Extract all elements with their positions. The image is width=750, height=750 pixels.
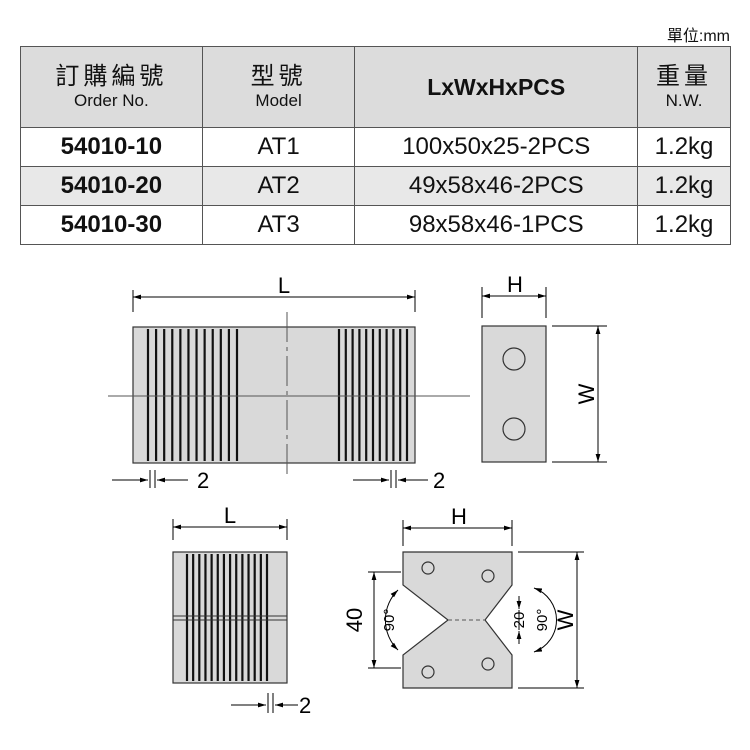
hole-icon bbox=[481, 657, 495, 671]
table-row: 54010-10 AT1 100x50x25-2PCS 1.2kg bbox=[20, 127, 731, 167]
angle-arc-left bbox=[384, 589, 399, 651]
dim-groove-label: 2 bbox=[433, 468, 445, 493]
header-dims-label: LxWxHxPCS bbox=[427, 73, 566, 100]
top-side-block bbox=[481, 325, 547, 463]
dim-groove-label: 2 bbox=[197, 468, 209, 493]
cell-model: AT3 bbox=[201, 205, 356, 245]
bottom-front-grooves bbox=[185, 554, 269, 681]
angle-right-label: 90° bbox=[534, 609, 551, 632]
cell-dims: 98x58x46-1PCS bbox=[354, 205, 639, 245]
top-front-grooves-left bbox=[146, 329, 239, 461]
angle-left-label: 90° bbox=[381, 609, 398, 632]
dim-20-label: 20 bbox=[511, 612, 528, 629]
cell-order: 54010-30 bbox=[20, 205, 203, 245]
header-weight-zh: 重量 bbox=[656, 63, 713, 90]
hole-icon bbox=[502, 417, 526, 441]
hole-icon bbox=[421, 665, 435, 679]
table-row: 54010-20 AT2 49x58x46-2PCS 1.2kg bbox=[20, 166, 731, 206]
cell-weight: 1.2kg bbox=[637, 127, 731, 167]
unit-label: 單位:mm bbox=[666, 28, 730, 45]
hole-icon bbox=[481, 569, 495, 583]
dim-L-label: L bbox=[224, 503, 236, 528]
bottom-front-view: L 2 bbox=[172, 503, 311, 718]
header-order: 訂購編號 Order No. bbox=[20, 46, 203, 128]
header-order-en: Order No. bbox=[74, 91, 149, 110]
cell-order: 54010-10 bbox=[20, 127, 203, 167]
angle-arc-right bbox=[533, 587, 558, 653]
top-front-grooves-right bbox=[337, 329, 409, 461]
bottom-side-view: H W 40 90° 20 90° bbox=[342, 504, 584, 689]
dim-H-label: H bbox=[451, 504, 467, 529]
dim-W-label: W bbox=[553, 609, 578, 630]
header-dims: LxWxHxPCS bbox=[354, 46, 639, 128]
header-weight: 重量 N.W. bbox=[637, 46, 731, 128]
dim-groove-label: 2 bbox=[299, 693, 311, 718]
header-row: 訂購編號 Order No. 型號 Model LxWxHxPCS 重量 N.W… bbox=[20, 46, 731, 128]
cell-model: AT2 bbox=[201, 166, 356, 206]
cell-dims: 100x50x25-2PCS bbox=[354, 127, 639, 167]
header-model-en: Model bbox=[255, 91, 302, 110]
cell-weight: 1.2kg bbox=[637, 166, 731, 206]
header-model-zh: 型號 bbox=[250, 63, 307, 90]
dim-L-label: L bbox=[278, 273, 290, 298]
dim-H-label: H bbox=[507, 272, 523, 297]
dim-W-label: W bbox=[574, 383, 599, 404]
dim-40-label: 40 bbox=[342, 608, 367, 632]
cell-dims: 49x58x46-2PCS bbox=[354, 166, 639, 206]
top-side-view: H W bbox=[481, 272, 607, 463]
header-order-zh: 訂購編號 bbox=[55, 63, 168, 90]
table-row: 54010-30 AT3 98x58x46-1PCS 1.2kg bbox=[20, 205, 731, 245]
top-front-view: L 2 2 bbox=[108, 273, 470, 493]
cell-weight: 1.2kg bbox=[637, 205, 731, 245]
header-weight-en: N.W. bbox=[665, 91, 703, 110]
hole-icon bbox=[502, 347, 526, 371]
hole-icon bbox=[421, 561, 435, 575]
spec-table: 訂購編號 Order No. 型號 Model LxWxHxPCS 重量 N.W… bbox=[20, 46, 731, 245]
cell-order: 54010-20 bbox=[20, 166, 203, 206]
